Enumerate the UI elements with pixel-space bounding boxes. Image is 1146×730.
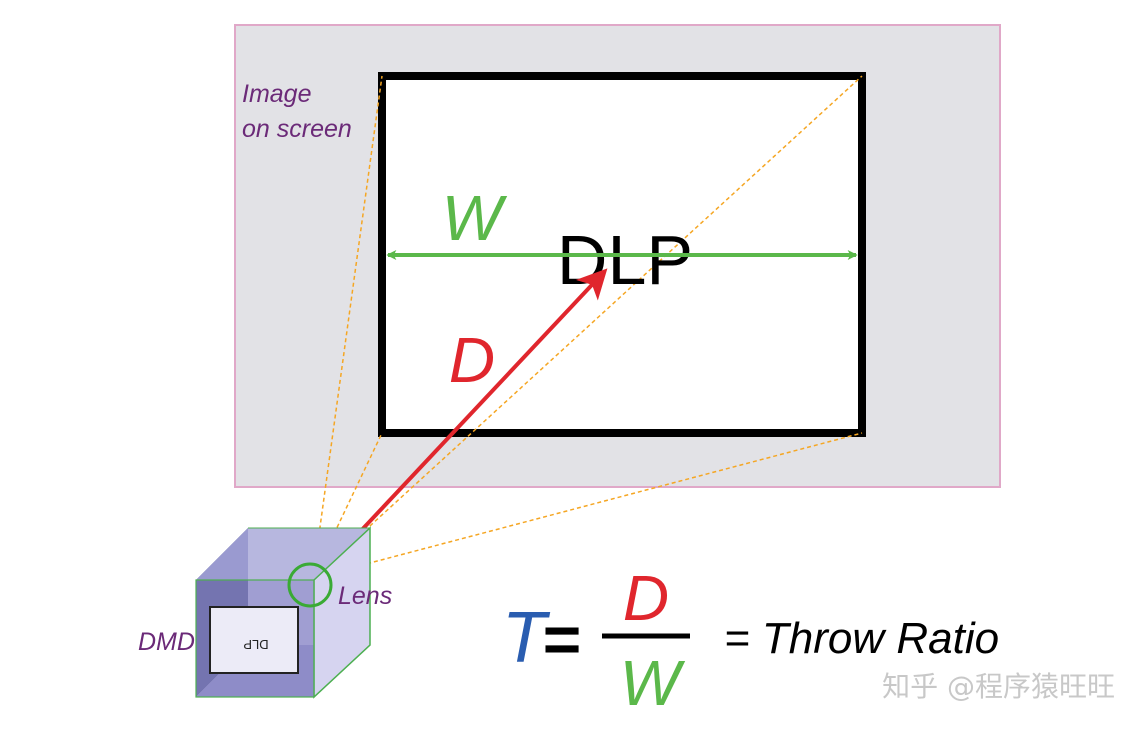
formula-t-symbol: T (502, 598, 551, 678)
formula-equals: = (543, 602, 582, 676)
width-symbol: W (442, 182, 508, 254)
image-on-screen-label-line1: Image (242, 80, 311, 108)
throw-ratio-formula: T = D W = Throw Ratio (502, 562, 999, 719)
image-on-screen-label-line2: on screen (242, 115, 352, 143)
distance-symbol: D (449, 324, 495, 396)
dmd-label: DMD (138, 628, 195, 656)
watermark-text: 知乎 @程序猿旺旺 (882, 670, 1115, 703)
lens-circle (287, 562, 333, 608)
formula-result-text: = Throw Ratio (724, 614, 999, 663)
dmd-chip (209, 606, 299, 674)
dmd-image-text: DLP (243, 637, 268, 652)
lens-label: Lens (338, 582, 392, 610)
formula-denominator: W (620, 647, 686, 719)
formula-numerator: D (623, 562, 669, 634)
distance-arrow (322, 268, 608, 572)
screen-dlp-text: DLP (557, 221, 693, 299)
